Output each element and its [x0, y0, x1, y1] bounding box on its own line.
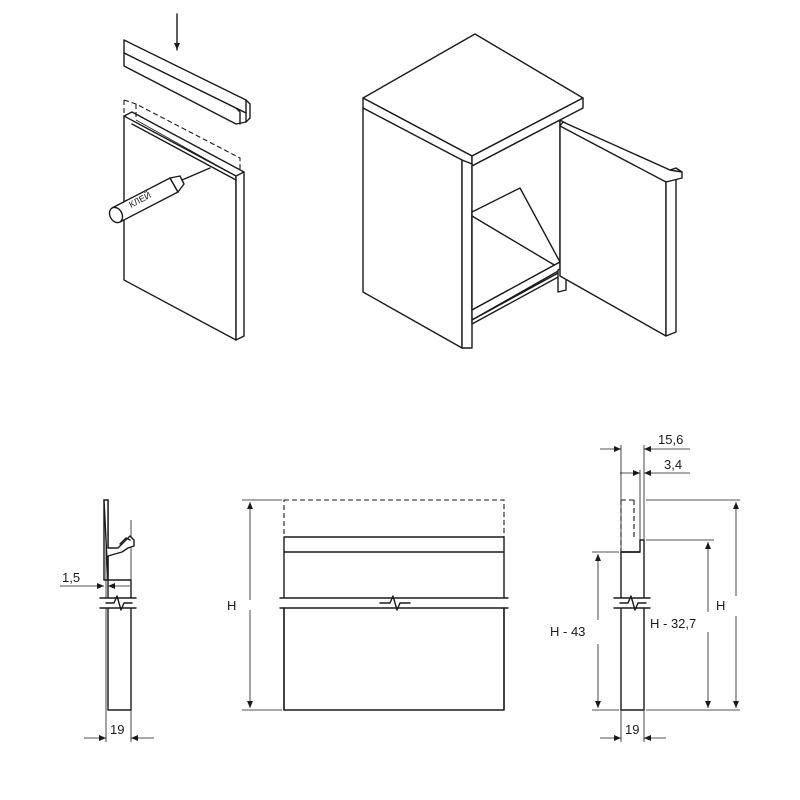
- profile-ghost-outline: [123, 99, 241, 170]
- dim-height-left-label: H: [227, 598, 236, 613]
- dim-height-right-label: H: [716, 598, 725, 613]
- front-panel: [283, 536, 505, 711]
- door-glue-assembly: КЛЕЙ: [108, 13, 251, 341]
- break-symbol-icon: [105, 595, 133, 611]
- dim-thickness-right-label: 19: [625, 722, 639, 737]
- break-symbol-right-icon: [619, 595, 647, 611]
- break-symbol-center-icon: [379, 595, 411, 611]
- front-elevation: H: [227, 499, 509, 711]
- profile-dashed-outline: [283, 499, 505, 538]
- dim-profile-width-label: 15,6: [658, 432, 683, 447]
- section-view-left: 1,5 19: [60, 499, 154, 742]
- dim-profile-offset-label: 3,4: [664, 457, 682, 472]
- profile-strip: [123, 39, 251, 125]
- cabinet-illustration: [362, 33, 683, 349]
- dim-thickness-left-label: 19: [110, 722, 124, 737]
- panel-section-left: [107, 579, 132, 711]
- dim-h-minus-32-7-label: H - 32,7: [650, 616, 696, 631]
- dim-gap-label: 1,5: [62, 570, 80, 585]
- cabinet-door-open: [559, 119, 683, 337]
- door-panel: [123, 111, 245, 341]
- dim-h-minus-43-label: H - 43: [550, 624, 585, 639]
- section-view-right: 15,6 3,4 H - 43 H - 32,7 H 19: [550, 432, 740, 742]
- panel-section-right: [620, 539, 645, 711]
